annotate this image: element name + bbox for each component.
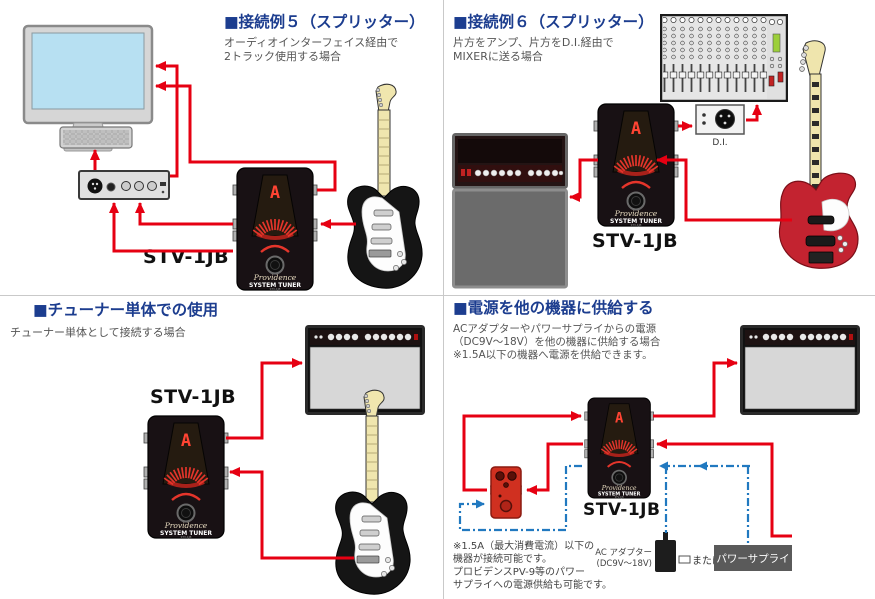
tuner-meter: [252, 219, 298, 238]
mixer-icon: [660, 14, 788, 102]
pedal-model: SYSTEM TUNER: [598, 492, 641, 498]
horizontal-divider: [0, 295, 875, 296]
q3-device-label: STV-1JB: [150, 386, 237, 408]
tuner-pedal-q2: A Providence SYSTEM TUNER STV-1JB: [593, 103, 679, 227]
or-label: または: [692, 556, 722, 567]
tuner-pedal-q4: A Providence SYSTEM TUNER STV-1JB: [584, 397, 654, 499]
q2-device-label: STV-1JB: [592, 230, 679, 252]
ac-adapter-label-line1: AC アダプター: [595, 548, 652, 558]
q4-note-line1: ※1.5A（最大消費電流）以下の: [453, 541, 595, 552]
di-box-icon: [695, 104, 745, 135]
q4-device-label: STV-1JB: [583, 500, 661, 520]
pedal-tagline: STV-1JB: [270, 287, 281, 291]
ac-adapter-label: AC アダプター (DC9V～18V): [560, 548, 652, 569]
cable-tuner-out-to-interface-1: [135, 202, 233, 226]
q1-subtitle-line2: 2トラック使用する場合: [224, 50, 341, 63]
pedal-tagline: STV-1JB: [615, 496, 624, 499]
q4-subtitle-line3: ※1.5A以下の機器へ電源を供給できます。: [453, 349, 653, 361]
cable-guitar-to-tuner-q4: [656, 439, 792, 538]
cable-tuner-to-amp-q4: [653, 358, 738, 418]
tuner-note-readout: A: [270, 183, 280, 203]
tuner-pedal-graphic: A Providence SYSTEM TUNER STV-1JB: [593, 103, 679, 227]
q3-title: ■チューナー単体での使用: [33, 301, 219, 319]
amp-stack-icon: [452, 133, 568, 289]
combo-amp-icon-q4: [740, 325, 860, 415]
q4-title: ■電源を他の機器に供給する: [453, 299, 654, 317]
power-supply-box: パワーサプライ: [714, 545, 792, 571]
q4-subtitle-line1: ACアダプターやパワーサプライからの電源: [453, 323, 657, 335]
pedal-brand: Providence: [253, 273, 297, 282]
tuner-pedal-graphic: A Providence SYSTEM TUNER STV-1JB: [143, 415, 229, 539]
cable-di-to-mixer: [746, 104, 762, 122]
q1-subtitle-line1: オーディオインターフェイス経由で: [224, 36, 399, 49]
q1-title: ■接続例５（スプリッター）: [224, 13, 425, 31]
tuner-pedal-graphic: A Providence SYSTEM TUNER STV-1JB: [232, 167, 318, 291]
vertical-divider: [443, 0, 444, 599]
audio-interface-icon: [78, 170, 170, 200]
tuner-pedal-graphic: A Providence SYSTEM TUNER STV-1JB: [584, 397, 654, 499]
tuner-display: [599, 403, 639, 455]
tuner-meter: [163, 467, 209, 486]
cable-tuner-to-amp-q3: [226, 358, 303, 440]
electric-guitar-icon: [338, 82, 430, 294]
pedal-brand: Providence: [164, 521, 208, 530]
computer-icon: [22, 24, 154, 152]
tuner-display: [162, 422, 210, 485]
q4-note-line2: 機器が接続可能です。: [453, 554, 552, 565]
cable-tuner-to-ampstack: [569, 158, 598, 202]
q4-note-line3: プロビデンスPV-9等のパワー: [453, 567, 586, 578]
pedal-tagline: STV-1JB: [631, 223, 642, 227]
cable-tuner-to-effects: [526, 442, 583, 495]
effects-pedal-icon: [490, 466, 522, 519]
ac-adapter-label-line2: (DC9V～18V): [596, 558, 652, 569]
q3-subtitle-line1: チューナー単体として接続する場合: [10, 326, 186, 339]
cable-tuner-out-to-interface-2: [109, 202, 233, 253]
di-box-label: D.I.: [712, 138, 728, 148]
pedal-model: SYSTEM TUNER: [610, 218, 662, 225]
q4-note-line4: サプライへの電源供給も可能です。: [453, 580, 612, 591]
bass-guitar-icon: [772, 40, 868, 292]
pedal-model: SYSTEM TUNER: [160, 530, 212, 537]
tuner-pedal-q3: A Providence SYSTEM TUNER STV-1JB: [143, 415, 229, 539]
tuner-pedal-q1: A Providence SYSTEM TUNER STV-1JB: [232, 167, 318, 291]
q2-subtitle-line1: 片方をアンプ、片方をD.I.経由で: [453, 36, 614, 49]
tuner-note-readout: A: [615, 411, 624, 427]
tuner-note-readout: A: [631, 119, 641, 139]
pedal-tagline: STV-1JB: [181, 535, 192, 539]
q2-subtitle-line2: MIXERに送る場合: [453, 50, 543, 63]
tuner-meter: [613, 155, 659, 174]
q1-device-label: STV-1JB: [143, 246, 230, 268]
pedal-brand: Providence: [614, 209, 658, 218]
electric-guitar-icon-q3: [326, 388, 418, 599]
ac-adapter-icon: [655, 532, 691, 572]
pedal-model: SYSTEM TUNER: [249, 282, 301, 289]
pedal-brand: Providence: [601, 485, 637, 492]
q4-subtitle-line2: （DC9V～18V）を他の機器に供給する場合: [453, 336, 661, 348]
tuner-meter: [600, 439, 638, 455]
q2-title: ■接続例６（スプリッター）: [453, 13, 654, 31]
cable-effects-to-tuner: [462, 411, 582, 492]
tuner-note-readout: A: [181, 431, 191, 451]
